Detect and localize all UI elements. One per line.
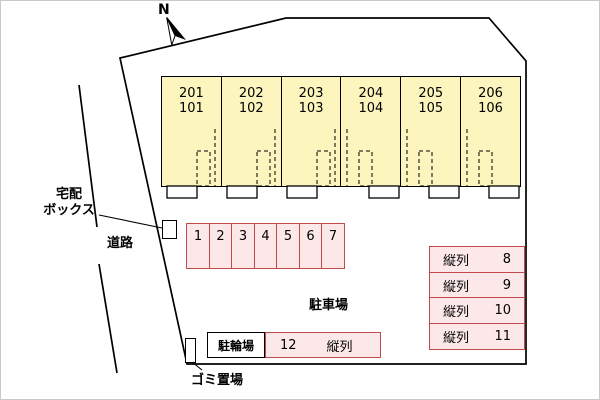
parking-space-11: 縦列 11 — [429, 322, 525, 350]
unit-label: 203 103 — [299, 86, 324, 186]
vertical-number: 10 — [494, 303, 511, 318]
unit-label: 201 101 — [179, 86, 204, 186]
unit-lower-number: 105 — [418, 101, 444, 116]
unit-201: 201 101 — [162, 77, 222, 186]
north-label: N — [158, 2, 170, 18]
unit-206: 206 106 — [461, 77, 520, 186]
parking-space-7: 7 — [321, 223, 345, 269]
delivery-box-label: 宅配 ボックス — [43, 187, 95, 218]
unit-label: 205 105 — [418, 86, 443, 186]
bicycle-parking-box: 駐輪場 — [207, 332, 265, 358]
parking-space-12: 12 縦列 — [265, 332, 381, 358]
porch — [226, 185, 258, 199]
porch — [286, 185, 318, 199]
delivery-box — [162, 220, 177, 239]
unit-upper-number: 205 — [418, 86, 444, 101]
delivery-leader-line — [98, 214, 163, 229]
unit-lower-number: 103 — [298, 101, 324, 116]
unit-upper-number: 206 — [478, 86, 503, 101]
unit-lower-number: 104 — [358, 101, 384, 116]
parking-space-4: 4 — [253, 223, 278, 269]
unit-upper-number: 202 — [238, 86, 264, 101]
unit-lower-number: 106 — [478, 101, 503, 116]
parking-space-2: 2 — [208, 223, 233, 269]
unit-upper-number: 204 — [358, 86, 384, 101]
unit-label: 202 102 — [239, 86, 264, 186]
parking-space-10: 縦列 10 — [429, 297, 525, 324]
vertical-number: 11 — [494, 328, 511, 344]
vertical-label: 縦列 — [443, 279, 470, 295]
unit-label: 206 106 — [478, 86, 503, 186]
unit-203: 203 103 — [282, 77, 342, 186]
building-outline: 201 101 202 102 203 103 204 104 205 — [161, 76, 521, 187]
unit-label: 204 104 — [358, 86, 383, 186]
road-label: 道路 — [107, 236, 134, 251]
porch — [488, 185, 520, 199]
vertical-label: 縦列 — [443, 330, 470, 346]
parking-space-9: 縦列 9 — [429, 271, 525, 299]
porch — [428, 185, 460, 199]
unit-202: 202 102 — [222, 77, 282, 186]
tandem-number: 12 — [280, 337, 297, 353]
porch — [368, 185, 400, 199]
north-arrow-icon — [166, 17, 186, 47]
unit-upper-number: 203 — [298, 86, 324, 101]
garbage-area-label: ゴミ置場 — [191, 373, 244, 388]
parking-row: 1 2 3 4 5 6 7 — [186, 223, 345, 269]
unit-205: 205 105 — [401, 77, 462, 186]
unit-204: 204 104 — [341, 77, 402, 186]
unit-upper-number: 201 — [179, 86, 204, 101]
vertical-number: 8 — [502, 252, 511, 267]
parking-space-8: 縦列 8 — [429, 246, 525, 273]
unit-lower-number: 102 — [238, 101, 264, 116]
road-edge-lower — [98, 263, 118, 374]
parking-space-3: 3 — [231, 223, 255, 269]
unit-lower-number: 101 — [179, 101, 204, 116]
parking-space-5: 5 — [276, 223, 300, 269]
parking-space-1: 1 — [186, 223, 210, 269]
garbage-area-box — [185, 338, 196, 363]
tandem-label: 縦列 — [326, 339, 353, 355]
porch — [166, 185, 198, 199]
vertical-number: 9 — [502, 277, 511, 293]
parking-space-6: 6 — [298, 223, 323, 269]
parking-lot-label: 駐車場 — [309, 298, 349, 313]
vertical-parking-column: 縦列 8 縦列 9 縦列 10 縦列 11 — [429, 246, 525, 350]
vertical-label: 縦列 — [443, 254, 470, 269]
vertical-label: 縦列 — [443, 305, 470, 320]
